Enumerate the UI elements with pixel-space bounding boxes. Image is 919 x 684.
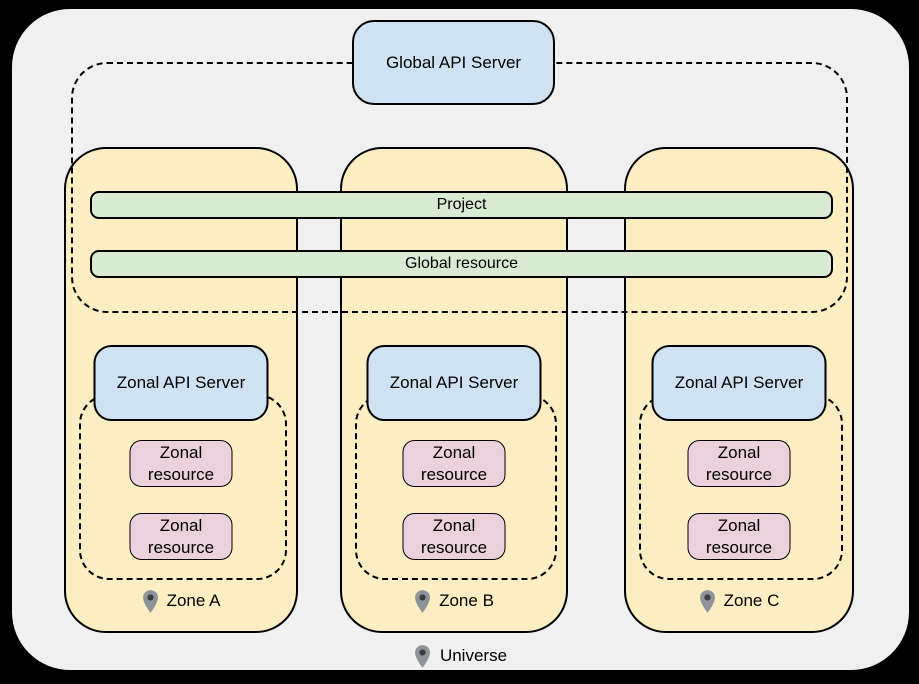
global-resource-bar-label: Global resource — [405, 255, 518, 272]
location-pin-icon — [699, 589, 715, 613]
project-bar-label: Project — [436, 196, 487, 213]
zone-b-label: Zone B — [342, 586, 566, 616]
zonal-resource-label: Zonal resource — [420, 516, 488, 557]
universe-name: Universe — [439, 646, 508, 665]
zone-b-container: Zonal API Server Zonal resource Zonal re… — [340, 147, 568, 633]
zone-b-zonal-resource-2: Zonal resource — [402, 513, 506, 560]
global-resource-bar: Global resource — [90, 250, 833, 278]
zonal-resource-label: Zonal resource — [420, 443, 488, 484]
zonal-resource-label: Zonal resource — [705, 516, 773, 557]
global-api-server-box: Global API Server — [352, 20, 555, 105]
zone-b-zonal-api-server-box: Zonal API Server — [366, 345, 542, 421]
zone-c-label: Zone C — [626, 586, 852, 616]
zone-c-zonal-api-server-box: Zonal API Server — [651, 345, 827, 421]
zone-a-label: Zone A — [66, 586, 296, 616]
zonal-api-server-label: Zonal API Server — [116, 373, 246, 392]
universe-label: Universe — [12, 641, 909, 671]
location-pin-icon — [415, 589, 431, 613]
global-api-server-label: Global API Server — [385, 52, 522, 72]
zonal-resource-label: Zonal resource — [147, 443, 215, 484]
zone-name: Zone B — [439, 591, 494, 610]
zone-name: Zone A — [166, 591, 221, 610]
location-pin-icon — [415, 644, 430, 668]
zone-c-zonal-resource-1: Zonal resource — [687, 440, 791, 487]
zone-a-zonal-resource-2: Zonal resource — [129, 513, 233, 560]
zonal-api-server-label: Zonal API Server — [674, 373, 804, 392]
location-pin-icon — [142, 589, 158, 613]
zonal-api-server-label: Zonal API Server — [389, 373, 519, 392]
zone-c-zonal-resource-2: Zonal resource — [687, 513, 791, 560]
zonal-resource-label: Zonal resource — [705, 443, 773, 484]
zone-a-container: Zonal API Server Zonal resource Zonal re… — [64, 147, 298, 633]
zone-a-zonal-resource-1: Zonal resource — [129, 440, 233, 487]
zonal-resource-label: Zonal resource — [147, 516, 215, 557]
zone-c-container: Zonal API Server Zonal resource Zonal re… — [624, 147, 854, 633]
zone-name: Zone C — [723, 591, 780, 610]
zone-b-zonal-resource-1: Zonal resource — [402, 440, 506, 487]
project-bar: Project — [90, 191, 833, 219]
zone-a-zonal-api-server-box: Zonal API Server — [93, 345, 269, 421]
